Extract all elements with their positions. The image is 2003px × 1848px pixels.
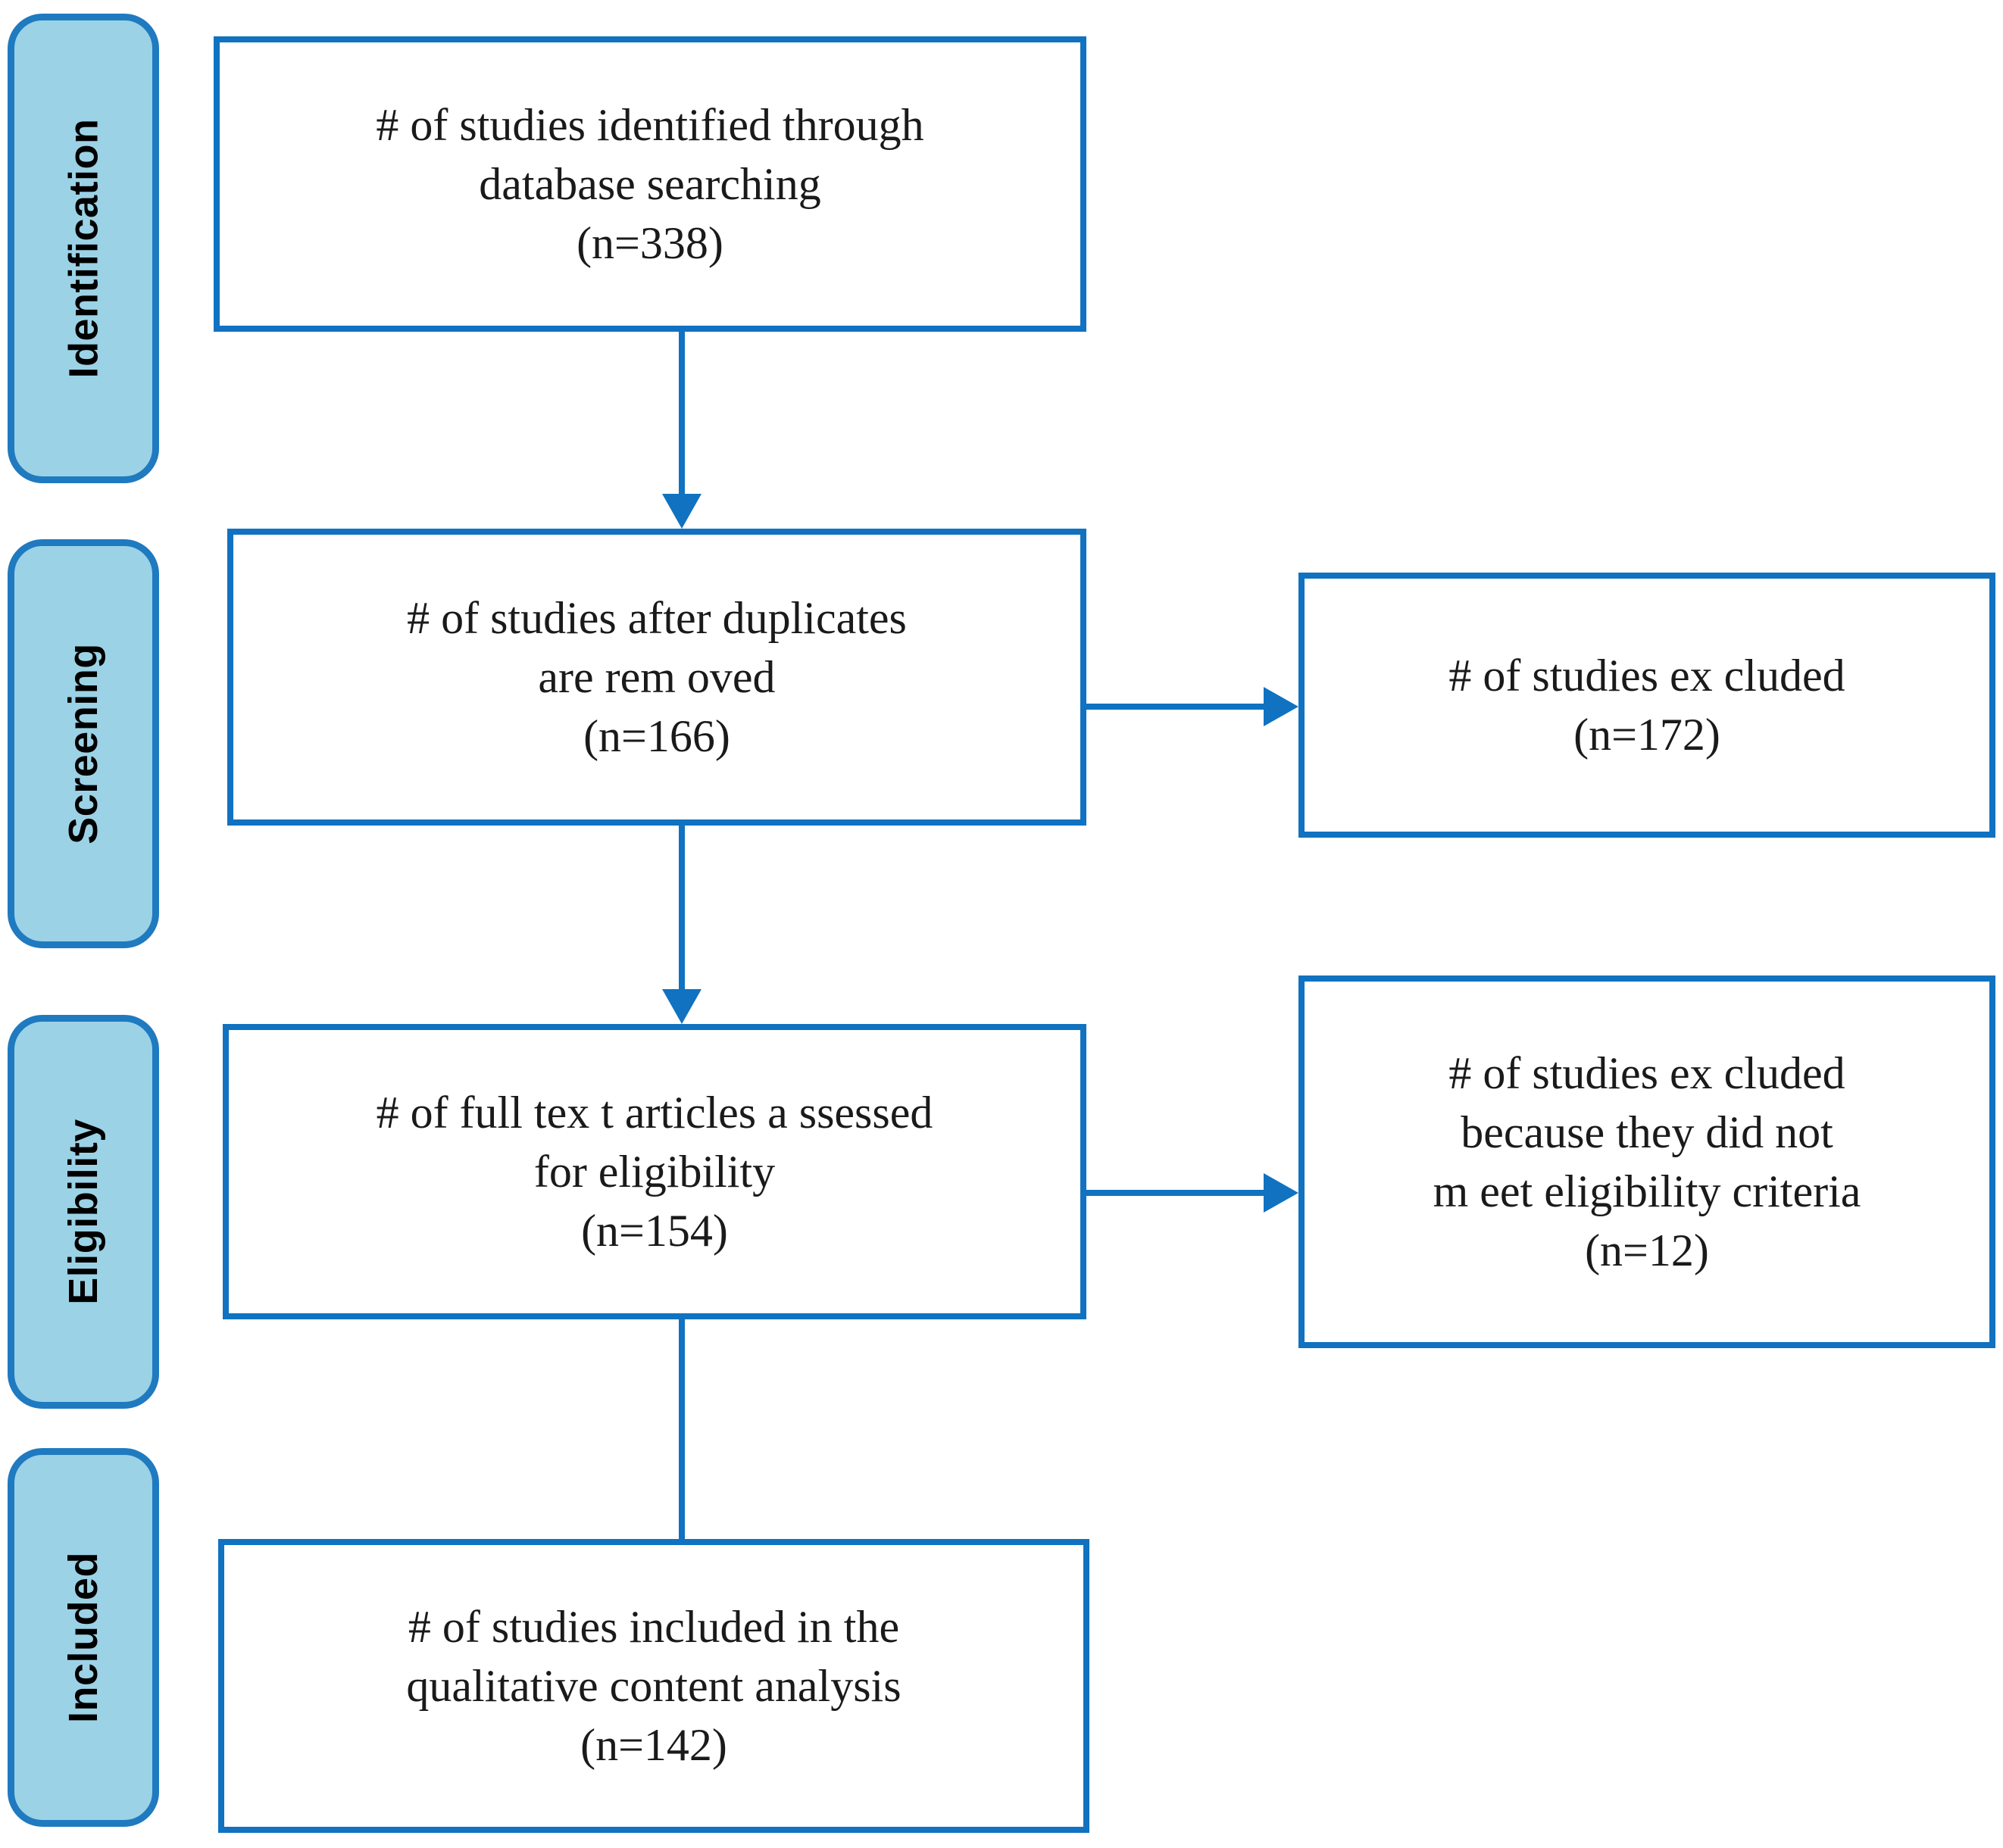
box-after-duplicates: # of studies after duplicates are rem ov… <box>227 529 1086 826</box>
stage-tab-included: Included <box>8 1448 159 1827</box>
box-excluded-eligibility: # of studies ex cluded because they did … <box>1298 976 1995 1348</box>
box-full-text-assessed-text: # of full tex t articles a ssessed for e… <box>376 1088 933 1256</box>
stage-tab-screening: Screening <box>8 539 159 948</box>
box-studies-identified: # of studies identified through database… <box>214 36 1086 332</box>
box-excluded-screening-text: # of studies ex cluded (n=172) <box>1448 651 1845 760</box>
box-included-final: # of studies included in the qualitative… <box>218 1539 1089 1833</box>
box-full-text-assessed: # of full tex t articles a ssessed for e… <box>223 1024 1086 1319</box>
arrow-shaft <box>679 332 685 500</box>
arrow-shaft <box>1086 704 1280 710</box>
arrow-head-icon <box>1264 1173 1298 1213</box>
arrow-shaft <box>679 826 685 994</box>
stage-tab-label-screening: Screening <box>61 643 106 844</box>
arrow-head-icon <box>662 494 702 529</box>
box-studies-identified-text: # of studies identified through database… <box>376 100 924 268</box>
stage-tab-identification: Identification <box>8 14 159 483</box>
box-excluded-screening: # of studies ex cluded (n=172) <box>1298 573 1995 838</box>
box-after-duplicates-text: # of studies after duplicates are rem ov… <box>407 593 907 761</box>
stage-tab-label-eligibility: Eligibility <box>61 1119 106 1305</box>
stage-tab-eligibility: Eligibility <box>8 1015 159 1409</box>
box-included-final-text: # of studies included in the qualitative… <box>406 1602 902 1770</box>
stage-tab-label-included: Included <box>61 1551 107 1724</box>
box-excluded-eligibility-text: # of studies ex cluded because they did … <box>1433 1048 1861 1275</box>
arrow-head-icon <box>662 989 702 1024</box>
arrow-head-icon <box>1264 687 1298 726</box>
stage-tab-label-identification: Identification <box>61 118 106 379</box>
arrow-shaft <box>1086 1190 1280 1196</box>
